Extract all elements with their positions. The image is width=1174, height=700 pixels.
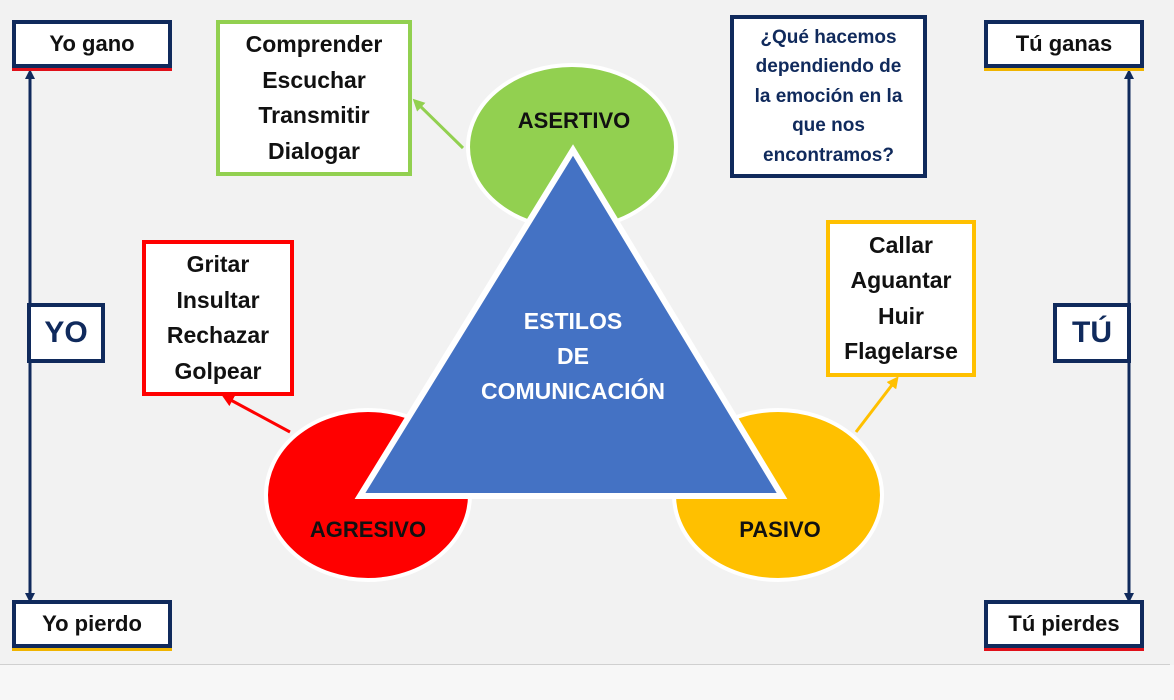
agresivo-item: Golpear [174,357,262,384]
question-line: ¿Qué hacemos [760,26,897,48]
asertivo-item: Transmitir [258,102,370,128]
question-box: ¿Qué hacemos dependiendo de la emoción e… [730,15,927,178]
pasivo-connector-arrow [854,376,899,433]
yo-side-label: YO [27,303,105,363]
asertivo-connector-arrow [412,98,465,150]
asertivo-actions-box: Comprender Escuchar Transmitir Dialogar [216,20,412,176]
asertivo-item: Dialogar [267,137,361,164]
center-title-line: DE [557,343,589,369]
pasivo-item: Aguantar [850,267,952,293]
agresivo-actions-box: Gritar Insultar Rechazar Golpear [142,240,294,396]
agresivo-connector-arrow [221,395,291,434]
yo-pierdo-label: Yo pierdo [12,600,172,648]
pasivo-label: PASIVO [739,517,821,542]
center-title-line: COMUNICACIÓN [481,378,665,404]
pasivo-item: Callar [869,231,933,258]
agresivo-item: Gritar [186,251,250,277]
center-triangle [354,144,788,499]
asertivo-item: Escuchar [262,66,366,93]
yo-gano-label: Yo gano [12,20,172,68]
center-title: ESTILOS DE COMUNICACIÓN [463,304,683,409]
question-line: la emoción en la [754,85,903,107]
asertivo-label: ASERTIVO [517,108,631,133]
pasivo-item: Flagelarse [844,338,958,364]
pasivo-actions-box: Callar Aguantar Huir Flagelarse [826,220,976,377]
question-line: dependiendo de [755,56,902,78]
asertivo-item: Comprender [245,31,383,57]
tu-ganas-label: Tú ganas [984,20,1144,68]
tu-side-label: TÚ [1053,303,1131,363]
pasivo-item: Huir [878,302,924,329]
agresivo-label: AGRESIVO [309,517,427,542]
bottom-strip [0,665,1174,700]
agresivo-item: Insultar [176,286,260,313]
question-line: que nos [792,115,865,137]
question-line: encontramos? [763,144,894,166]
agresivo-item: Rechazar [166,322,270,348]
center-title-line: ESTILOS [523,308,623,334]
tu-pierdes-label: Tú pierdes [984,600,1144,648]
